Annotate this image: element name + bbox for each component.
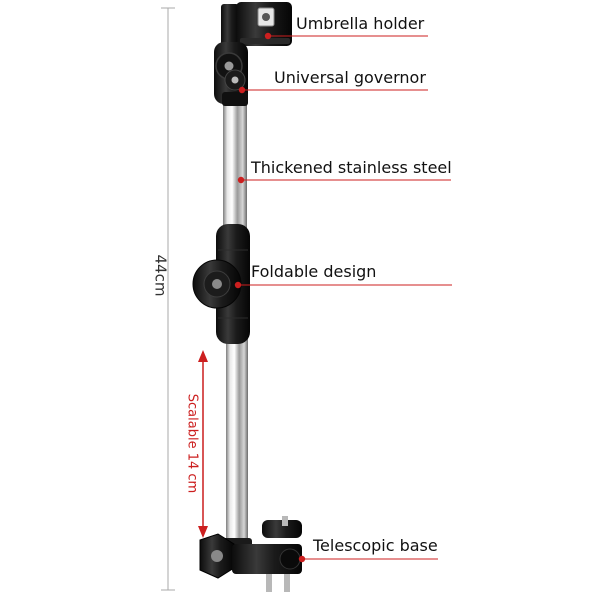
overall-length-label: 44cm [151, 254, 170, 297]
telescopic-base-clamp [199, 516, 302, 592]
callout-thickened-stainless-steel-leader [237, 176, 451, 184]
lower-steel-tube [226, 330, 248, 545]
callout-telescopic-base-leader [298, 555, 438, 563]
callout-foldable-design-leader [234, 281, 452, 289]
universal-governor-joint [214, 42, 248, 106]
scalable-range-arrow [198, 350, 208, 538]
callout-umbrella-holder-leader [264, 32, 428, 40]
callout-foldable-design-label: Foldable design [251, 262, 377, 281]
upper-steel-tube [223, 96, 247, 232]
umbrella-holder-clamp [221, 2, 292, 50]
overall-length-dimension-line [161, 7, 175, 591]
callout-universal-governor-leader [238, 86, 428, 94]
scalable-range-label: Scalable 14 cm [184, 393, 200, 494]
callout-universal-governor-label: Universal governor [274, 68, 426, 87]
callout-thickened-stainless-steel-label: Thickened stainless steel [251, 158, 452, 177]
callout-telescopic-base-label: Telescopic base [313, 536, 438, 555]
foldable-joint [192, 224, 250, 344]
callout-umbrella-holder-label: Umbrella holder [296, 14, 425, 33]
